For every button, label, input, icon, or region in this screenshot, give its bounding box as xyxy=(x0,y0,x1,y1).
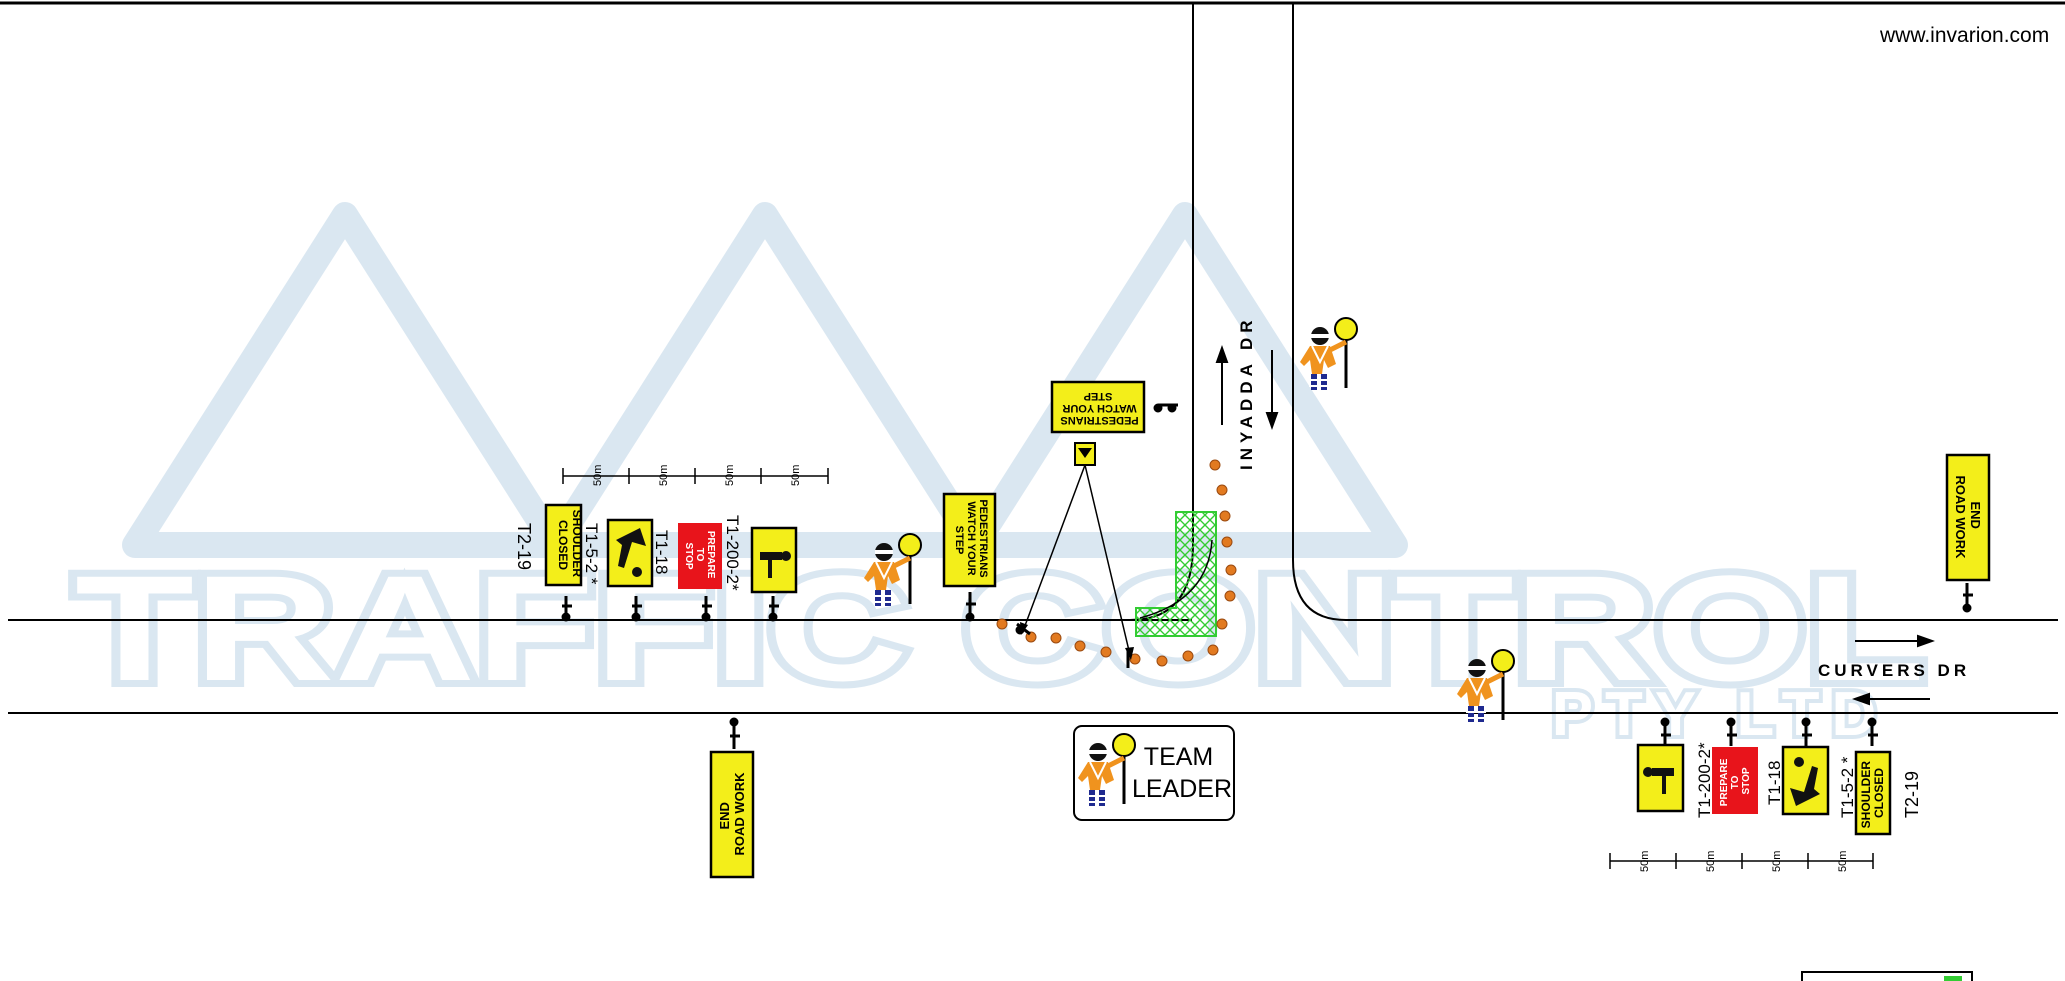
spacing-label: 50m xyxy=(1837,851,1849,872)
cone xyxy=(1182,650,1194,662)
shoulder-closed-sign: SHOULDER CLOSED xyxy=(544,503,584,587)
cone xyxy=(1216,618,1228,630)
sign-text-line: TO xyxy=(1730,775,1741,789)
spacing-bar-right xyxy=(1609,853,1874,869)
left-sign-series: T2-19 SHOULDER CLOSED T1-5-2 * T1-18 PRE… xyxy=(514,503,798,594)
direction-arrows xyxy=(1215,345,1935,706)
cone xyxy=(1225,564,1237,576)
cone xyxy=(1209,459,1221,471)
sign-text-line: ROAD WORK xyxy=(732,772,747,856)
sign-text-line: ROAD WORK xyxy=(1953,475,1968,559)
side-road-right-edge xyxy=(1292,4,1347,621)
legend-label: TEAM xyxy=(1144,743,1213,771)
roadworker-sign xyxy=(1781,745,1830,816)
sign-text-line: PREPARE xyxy=(1719,758,1730,806)
sign-code: T1-5-2 * xyxy=(1838,756,1857,818)
cone xyxy=(1129,653,1141,665)
sign-text-line: STOP xyxy=(683,542,694,569)
sign-code: T2-19 xyxy=(1902,771,1922,818)
sign-code: T1-5-2 * xyxy=(582,523,601,585)
traffic-controller-ahead-sign xyxy=(750,526,798,594)
pedestrians-watch-step-sign-top: PEDESTRIANS WATCH YOUR STEP xyxy=(1050,380,1146,434)
sign-text-line: PREPARE xyxy=(705,531,716,579)
road-name-side: INYADDA DR xyxy=(1237,315,1256,470)
road-name-main: CURVERS DR xyxy=(1818,661,1970,680)
cone xyxy=(1219,510,1231,522)
cone xyxy=(996,618,1008,630)
spacing-bar-left xyxy=(562,468,829,484)
sign-code: T1-18 xyxy=(652,530,671,574)
header-url: www.invarion.com xyxy=(1879,24,2049,47)
legend-label: LEADER xyxy=(1132,775,1232,803)
watermark-line2: PTY LTD xyxy=(1552,680,1889,749)
cone xyxy=(1224,590,1236,602)
watermark: TRAFFIC CONTROL PTY LTD xyxy=(68,202,1932,753)
sign-code: T1-200-2* xyxy=(1695,742,1714,818)
cone xyxy=(1050,632,1062,644)
sign-text-line: SHOULDER xyxy=(570,510,584,578)
spacing-label: 50m xyxy=(1771,851,1783,872)
prepare-to-stop-sign: PREPARE TO STOP xyxy=(1712,747,1758,814)
right-sign-series: T1-200-2* PREPARE TO STOP T1-18 T1-5-2 *… xyxy=(1636,742,1922,836)
work-area xyxy=(1135,511,1217,637)
traffic-controller-ahead-sign xyxy=(1636,743,1685,813)
prepare-to-stop-sign: PREPARE TO STOP xyxy=(678,523,722,589)
spacing-label: 50m xyxy=(592,465,604,486)
title-block-frame xyxy=(1801,971,1973,981)
svg-text:SHOULDER CLOSED: SHOULDER CLOSED xyxy=(1859,758,1886,829)
sign-text-line: SHOULDER xyxy=(1859,761,1873,829)
cone xyxy=(1156,655,1168,667)
svg-text:PEDESTRIANS WATCH YOUR: PEDESTRIANS WATCH YOUR STEP xyxy=(1057,390,1138,426)
spacing-label: 50m xyxy=(724,465,736,486)
sign-text-line: STOP xyxy=(1741,767,1752,794)
cone xyxy=(1100,646,1112,658)
watermark-triangle-1 xyxy=(122,202,568,558)
legend-team-leader: TEAM LEADER xyxy=(1073,725,1235,821)
cone xyxy=(1216,484,1228,496)
sign-text-line: WATCH YOUR xyxy=(1062,402,1136,414)
svg-text:PEDESTRIANS WATCH YOUR: PEDESTRIANS WATCH YOUR STEP xyxy=(953,499,989,580)
sign-code: T1-200-2* xyxy=(723,515,742,591)
sign-text-line: CLOSED xyxy=(1872,768,1886,818)
watermark-triangle-3 xyxy=(962,202,1408,558)
spacing-label: 50m xyxy=(1705,851,1717,872)
cone xyxy=(1074,640,1086,652)
roadworker-sign xyxy=(606,518,654,588)
shoulder-closed-sign: SHOULDER CLOSED xyxy=(1854,750,1892,836)
svg-text:PREPARE TO STO: PREPARE TO STOP xyxy=(1719,756,1752,806)
sign-text-line: TO xyxy=(694,548,705,562)
sign-text-line: WATCH YOUR xyxy=(965,501,977,575)
spacing-label: 50m xyxy=(1639,851,1651,872)
end-road-work-sign-left: END ROAD WORK xyxy=(709,750,755,879)
sign-text-line: PEDESTRIANS xyxy=(977,499,989,577)
svg-text:TEAM LEADER: TEAM LEADER xyxy=(1132,743,1232,803)
spacing-label: 50m xyxy=(790,465,802,486)
sign-stands xyxy=(561,403,1973,749)
cone xyxy=(1207,644,1219,656)
sign-text-line: PEDESTRIANS xyxy=(1060,414,1138,426)
svg-text:SHOULDER CLOSED: SHOULDER CLOSED xyxy=(556,510,584,581)
cone xyxy=(1221,536,1233,548)
svg-text:END ROAD WORK: END ROAD WORK xyxy=(717,772,747,856)
sign-code: T1-18 xyxy=(1765,761,1784,805)
end-road-work-sign-right: END ROAD WORK xyxy=(1945,453,1991,582)
sign-text-line: END xyxy=(717,802,732,829)
sign-text-line: STEP xyxy=(1084,390,1113,402)
sign-text-line: END xyxy=(1968,501,1983,528)
sign-text-line: STEP xyxy=(953,526,965,555)
traffic-controller-side-road xyxy=(1300,318,1357,390)
work-area-road-edge xyxy=(1139,539,1213,619)
sign-code: T2-19 xyxy=(514,523,534,570)
watermark-triangle-2 xyxy=(542,202,988,558)
svg-text:END ROAD WORK: END ROAD WORK xyxy=(1953,475,1983,559)
spacing-label: 50m xyxy=(658,465,670,486)
title-block-marker xyxy=(1944,976,1962,981)
pedestrian-path xyxy=(1020,442,1134,660)
sign-text-line: CLOSED xyxy=(556,520,570,570)
pedestrians-watch-step-sign-left: PEDESTRIANS WATCH YOUR STEP xyxy=(942,492,997,588)
svg-text:PREPARE TO STO: PREPARE TO STOP xyxy=(683,531,716,581)
